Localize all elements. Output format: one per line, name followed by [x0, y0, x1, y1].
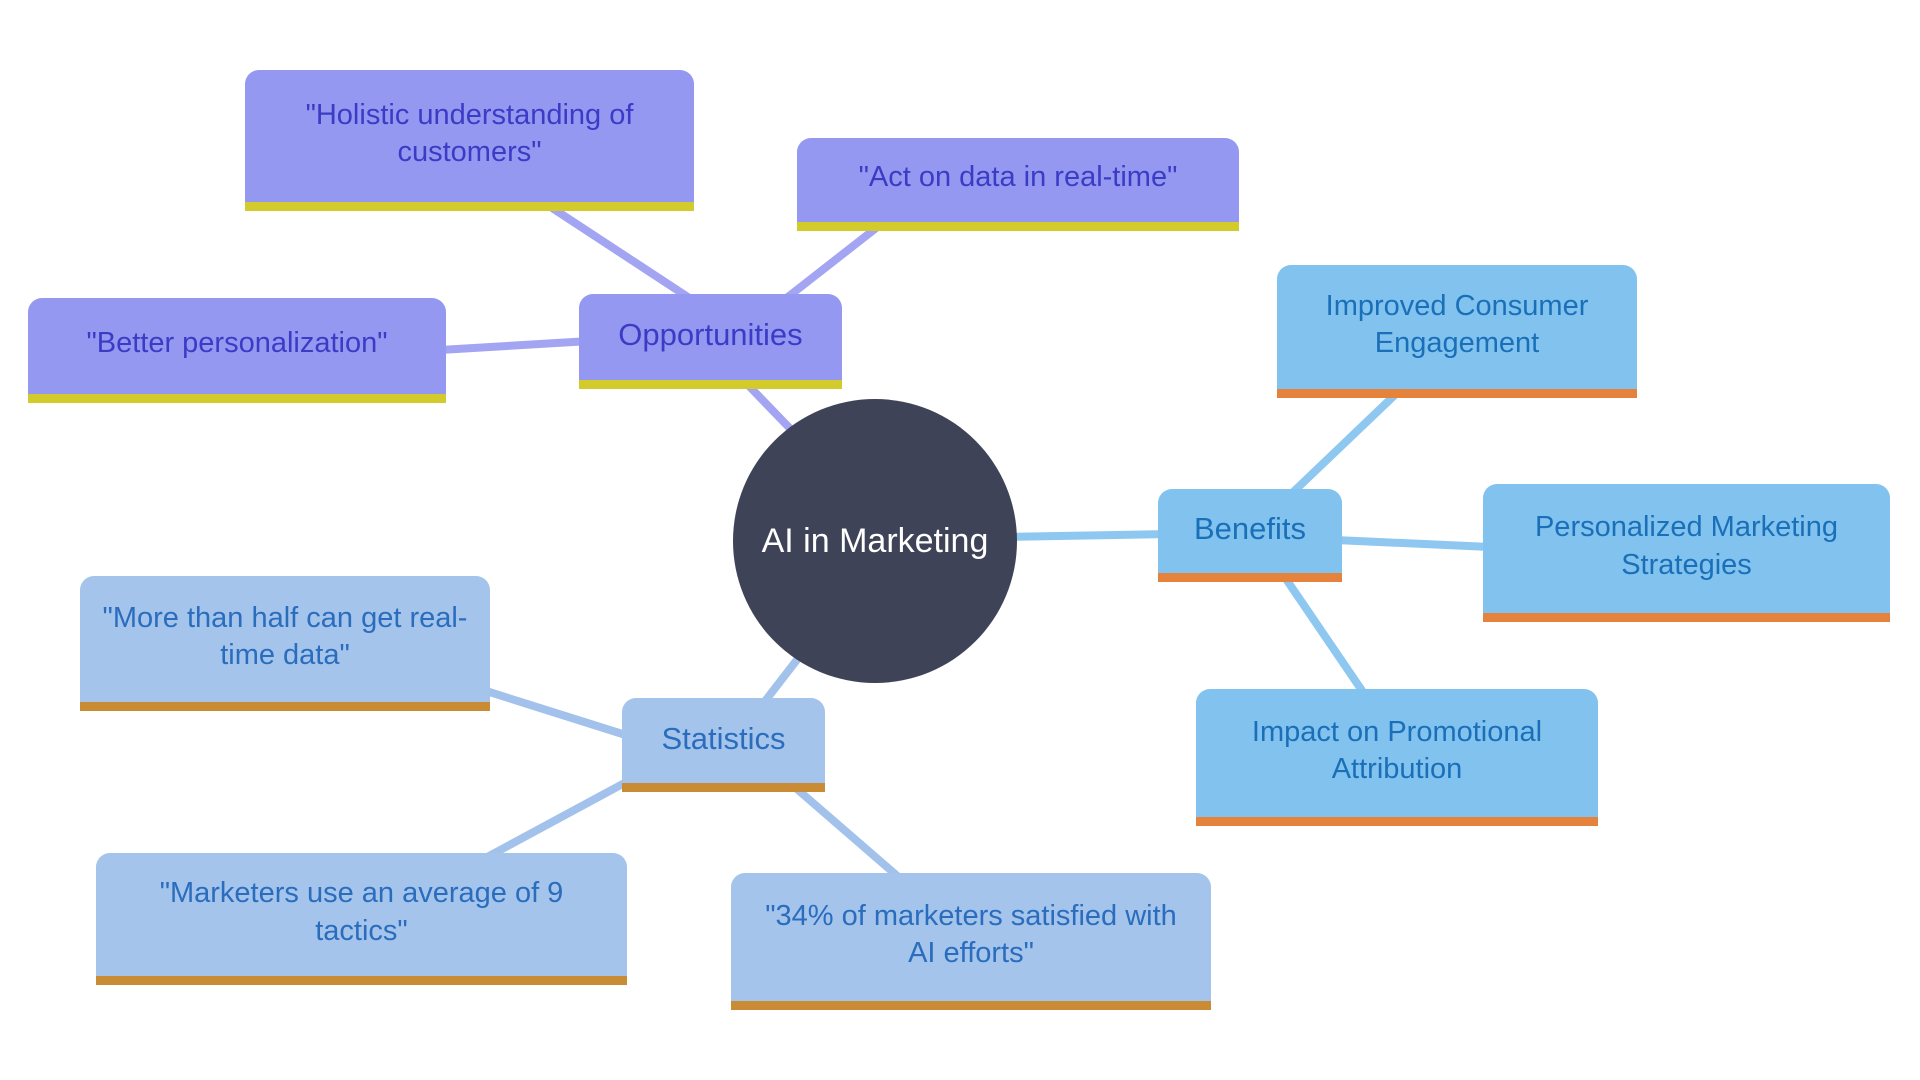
- mindmap-child-marketers-average-9-tactics: "Marketers use an average of 9 tactics": [96, 853, 627, 985]
- node-label: "Marketers use an average of 9 tactics": [159, 877, 564, 947]
- edge-statistics-morethanhalf: [479, 686, 636, 741]
- mindmap-child-improved-consumer-engagement: Improved Consumer Engagement: [1277, 265, 1637, 398]
- mindmap-child-holistic-understanding: "Holistic understanding of customers": [245, 70, 694, 211]
- edge-opportunities-better: [436, 337, 594, 354]
- mindmap-root-node: AI in Marketing: [733, 399, 1017, 683]
- edge-benefits-improved: [1284, 386, 1404, 501]
- edge-benefits-personalized: [1331, 536, 1494, 551]
- edge-benefits-impact: [1280, 572, 1369, 699]
- edge-opportunities-act: [780, 221, 884, 304]
- mindmap-child-34-percent-satisfied: "34% of marketers satisfied with AI effo…: [731, 873, 1211, 1010]
- node-label: "34% of marketers satisfied with AI effo…: [765, 899, 1177, 969]
- node-label: Improved Consumer Engagement: [1325, 289, 1589, 359]
- mindmap-section-benefits: Benefits: [1158, 489, 1342, 582]
- edge-statistics-marketers: [474, 776, 634, 866]
- node-label: "Act on data in real-time": [858, 161, 1178, 194]
- node-label: Benefits: [1193, 511, 1306, 547]
- mindmap-section-opportunities: Opportunities: [579, 294, 842, 389]
- edge-opportunities-holistic: [536, 196, 704, 309]
- edge-root-benefits: [996, 530, 1174, 541]
- node-label: Statistics: [661, 720, 786, 756]
- mindmap-child-better-personalization: "Better personalization": [28, 298, 446, 403]
- node-label: Impact on Promotional Attribution: [1251, 715, 1543, 785]
- node-label: "Better personalization": [86, 327, 388, 360]
- mindmap-child-act-on-data: "Act on data in real-time": [797, 138, 1239, 231]
- mindmap-child-more-than-half-real-time-data: "More than half can get real-time data": [80, 576, 490, 711]
- node-label: Opportunities: [618, 317, 803, 353]
- edge-statistics-thirtyfour: [786, 779, 906, 884]
- mindmap-section-statistics: Statistics: [622, 698, 825, 792]
- node-label: "More than half can get real-time data": [102, 601, 468, 671]
- node-label: Personalized Marketing Strategies: [1534, 511, 1839, 581]
- root-label: AI in Marketing: [761, 521, 989, 560]
- mindmap-child-impact-promotional-attribution: Impact on Promotional Attribution: [1196, 689, 1598, 826]
- node-label: "Holistic understanding of customers": [305, 98, 634, 168]
- mindmap-child-personalized-marketing-strategies: Personalized Marketing Strategies: [1483, 484, 1890, 622]
